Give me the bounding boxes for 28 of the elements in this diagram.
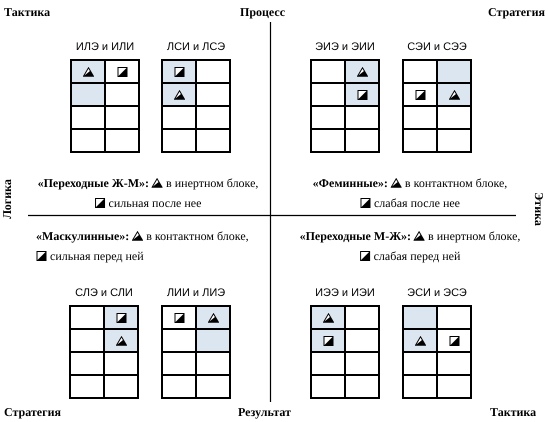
group-name: «Маскулинные»: xyxy=(36,229,130,243)
grid-title: СЛЭ и СЛИ xyxy=(74,287,134,299)
grid-title: ЛИИ и ЛИЭ xyxy=(166,287,226,299)
description-text: слабая перед ней xyxy=(374,249,460,263)
axis-label: Тактика xyxy=(490,405,536,419)
grid-title: ИЭЭ и ИЭИ xyxy=(314,287,376,299)
description-text: сильная перед ней xyxy=(50,249,144,263)
description-text: в инертном блоке, xyxy=(428,229,520,243)
axis-label: Этика xyxy=(532,192,546,226)
description-text: в контактном блоке, xyxy=(146,229,249,243)
grid-title: ИЛЭ и ИЛИ xyxy=(74,41,136,53)
description-text: в инертном блоке, xyxy=(166,176,258,190)
axis-label: Процесс xyxy=(240,5,286,19)
axis-label: Результат xyxy=(238,405,292,419)
description-text: слабая после нее xyxy=(374,196,460,210)
group-name: «Переходные М-Ж»: xyxy=(300,229,412,243)
description-text: в контактном блоке, xyxy=(404,176,508,190)
axis-label: Тактика xyxy=(4,5,50,19)
grid-title: СЭИ и СЭЭ xyxy=(406,41,468,53)
group-name: «Переходные Ж-М»: xyxy=(38,176,150,190)
description-text: сильная после нее xyxy=(108,196,202,210)
group-name: «Феминные»: xyxy=(312,176,388,190)
axis-label: Стратегия xyxy=(488,5,545,19)
grid-title: ЭИЭ и ЭИИ xyxy=(314,41,376,53)
grid-title: ЭСИ и ЭСЭ xyxy=(406,287,468,299)
axis-label: Логика xyxy=(0,179,14,219)
grid-title: ЛСИ и ЛСЭ xyxy=(166,41,226,53)
axis-label: Стратегия xyxy=(4,405,61,419)
